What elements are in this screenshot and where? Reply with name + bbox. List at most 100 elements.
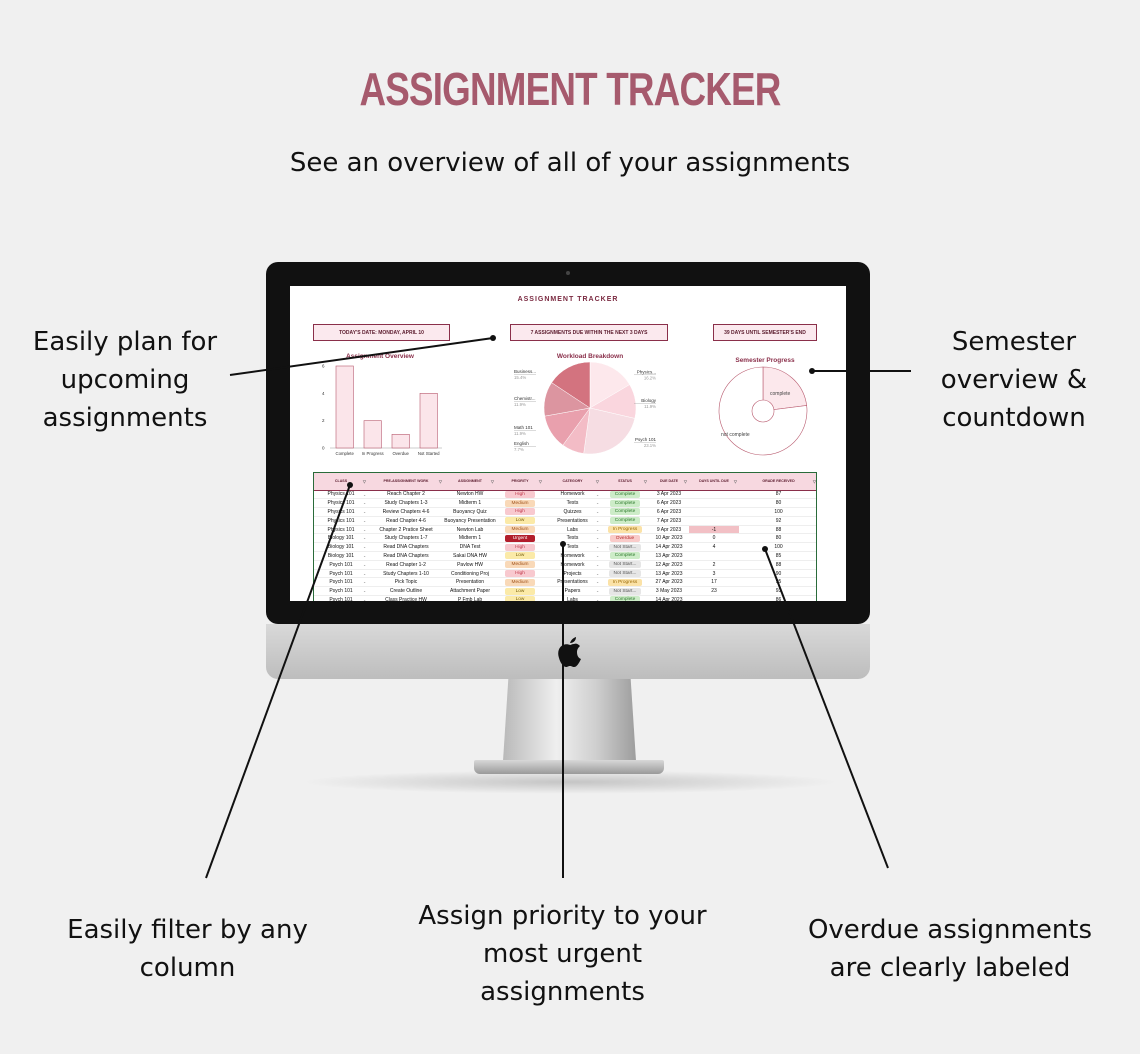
table-cell[interactable]: Physics 101⌄ [314,525,368,535]
status-badge[interactable]: Complete [609,490,641,498]
dropdown-arrow-icon[interactable]: ⌄ [596,554,599,559]
status-badge[interactable]: Complete [609,517,641,525]
table-cell[interactable]: Complete [601,490,649,500]
table-cell[interactable]: Psych 101⌄ [314,577,368,588]
table-cell[interactable]: Attachment Paper [444,586,496,597]
status-badge[interactable]: Not Start... [608,570,642,577]
priority-badge[interactable]: Low [505,517,535,525]
priority-badge[interactable]: High [505,508,535,516]
status-badge[interactable]: Not Start... [608,561,642,569]
dropdown-arrow-icon[interactable]: ⌄ [596,545,599,550]
table-cell[interactable]: Psych 101⌄ [314,586,368,597]
table-cell[interactable]: Labs⌄ [544,595,601,601]
table-cell[interactable]: 88 [739,560,816,570]
dropdown-arrow-icon[interactable]: ⌄ [363,554,366,559]
dropdown-arrow-icon[interactable]: ⌄ [363,536,366,541]
table-cell[interactable]: DNA Test [444,542,496,553]
table-cell[interactable]: Low [496,516,544,526]
priority-badge[interactable]: Low [505,552,535,560]
table-cell[interactable]: In Progress [601,577,649,588]
table-cell[interactable]: 3 Apr 2023 [649,490,689,500]
table-cell[interactable]: Medium [496,525,544,535]
priority-badge[interactable]: Medium [505,526,535,534]
filter-icon[interactable]: ▽ [362,479,366,484]
table-cell[interactable]: Psych 101⌄ [314,569,368,579]
table-cell[interactable]: Presentations⌄ [544,577,601,588]
table-cell[interactable]: Buoyancy Presentation [444,516,496,526]
table-cell[interactable]: Biology 101⌄ [314,551,368,561]
filter-icon[interactable]: ▽ [538,479,542,484]
dropdown-arrow-icon[interactable]: ⌄ [363,510,366,515]
status-badge[interactable]: Complete [609,499,641,507]
column-header[interactable]: DAYS UNTIL DUE▽ [689,473,739,491]
table-cell[interactable] [689,551,739,561]
table-cell[interactable]: 6 Apr 2023 [649,507,689,517]
table-cell[interactable] [689,595,739,601]
column-header[interactable]: ASSIGNMENT▽ [444,473,496,491]
table-cell[interactable]: Psych 101⌄ [314,595,368,601]
table-cell[interactable]: Biology 101⌄ [314,533,368,544]
table-cell[interactable] [689,516,739,526]
priority-badge[interactable]: High [505,490,535,498]
table-cell[interactable]: Newton HW [444,490,496,500]
table-cell[interactable]: Biology 101⌄ [314,542,368,553]
column-header[interactable]: PRIORITY▽ [496,473,544,491]
table-cell[interactable]: Medium [496,498,544,509]
table-cell[interactable]: In Progress [601,525,649,535]
table-cell[interactable]: Class Practice HW [368,595,444,601]
priority-badge[interactable]: Medium [505,499,535,507]
table-cell[interactable]: Not Start... [601,542,649,553]
table-cell[interactable]: 13 Apr 2023 [649,569,689,579]
dropdown-arrow-icon[interactable]: ⌄ [596,571,599,576]
status-badge[interactable]: Complete [609,552,641,560]
dropdown-arrow-icon[interactable]: ⌄ [596,589,599,594]
table-cell[interactable] [689,498,739,509]
table-cell[interactable]: Labs⌄ [544,525,601,535]
table-cell[interactable]: Physics 101⌄ [314,516,368,526]
table-cell[interactable]: High [496,490,544,500]
table-cell[interactable]: Quizzes⌄ [544,507,601,517]
table-cell[interactable]: Overdue [601,533,649,544]
status-badge[interactable]: Not Start... [608,543,642,551]
table-cell[interactable]: 0 [689,533,739,544]
table-cell[interactable]: High [496,569,544,579]
table-cell[interactable]: 13 Apr 2023 [649,551,689,561]
column-header[interactable]: GRADE RECEIVED▽ [739,473,816,491]
column-header[interactable]: CATEGORY▽ [544,473,601,491]
table-cell[interactable]: 2 [689,560,739,570]
table-cell[interactable]: Sakai DNA HW [444,551,496,561]
table-cell[interactable]: Read DNA Chapters [368,551,444,561]
dropdown-arrow-icon[interactable]: ⌄ [363,527,366,532]
dropdown-arrow-icon[interactable]: ⌄ [596,501,599,506]
dropdown-arrow-icon[interactable]: ⌄ [596,527,599,532]
priority-badge[interactable]: Medium [505,578,535,586]
column-header[interactable]: PRE-ASSIGNMENT WORK▽ [368,473,444,491]
table-cell[interactable]: Low [496,595,544,601]
table-cell[interactable]: -1 [689,525,739,535]
table-cell[interactable]: Midterm 1 [444,498,496,509]
table-cell[interactable]: 92 [739,516,816,526]
dropdown-arrow-icon[interactable]: ⌄ [363,571,366,576]
dropdown-arrow-icon[interactable]: ⌄ [596,598,599,601]
table-cell[interactable]: 23 [689,586,739,597]
filter-icon[interactable]: ▽ [683,479,687,484]
table-cell[interactable]: 100 [739,542,816,553]
filter-icon[interactable]: ▽ [812,479,816,484]
table-cell[interactable]: P Fmb Lab [444,595,496,601]
table-cell[interactable]: 9 Apr 2023 [649,525,689,535]
column-header[interactable]: DUE DATE▽ [649,473,689,491]
table-cell[interactable]: 100 [739,507,816,517]
table-cell[interactable]: Physics 101⌄ [314,490,368,500]
filter-icon[interactable]: ▽ [490,479,494,484]
table-cell[interactable]: Complete [601,498,649,509]
dropdown-arrow-icon[interactable]: ⌄ [596,492,599,497]
dropdown-arrow-icon[interactable]: ⌄ [363,501,366,506]
status-badge[interactable]: In Progress [607,526,643,534]
table-cell[interactable]: Read Chapter 4-6 [368,516,444,526]
